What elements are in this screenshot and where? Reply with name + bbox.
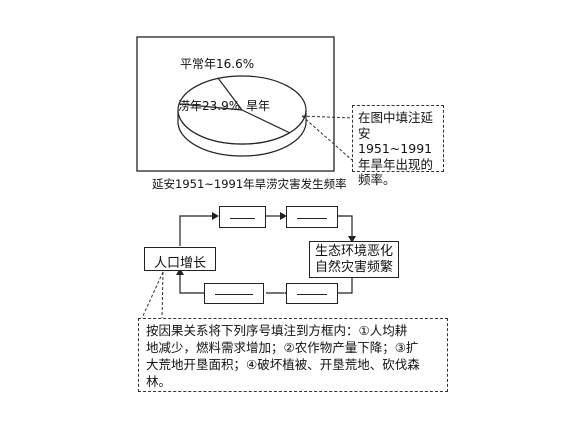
callout-top-line-4: 频率。 — [358, 172, 396, 187]
flow-arrows — [179, 215, 353, 294]
pie-divider-3 — [241, 109, 291, 134]
population-label: 人口增长 — [153, 256, 206, 271]
flow-box-1-blank[interactable] — [219, 206, 266, 228]
callout-top-line-2: 安1951~1991 — [358, 125, 433, 157]
callout-top-line-3: 年旱年出现的 — [358, 156, 434, 172]
pie-label-normal: 平常年16.6% — [180, 57, 255, 71]
chart-caption: 延安1951~1991年旱涝灾害发生频率 — [152, 177, 347, 191]
callout-bottom-line-4: 林。 — [146, 374, 172, 389]
arrow-box4-to-pop — [179, 272, 204, 294]
pie-callout-leader — [301, 115, 353, 161]
callout-top: 在图中填注延 安1951~1991 年旱年出现的 频率。 — [352, 105, 444, 187]
flow-box-eco: 生态环境恶化 自然灾害频繁 — [309, 241, 399, 278]
flow-box-2-blank[interactable] — [286, 206, 338, 228]
flow-box-4-blank[interactable] — [204, 283, 264, 304]
flow-box-population: 人口增长 — [144, 247, 216, 271]
callout-bottom-line-1: 按因果关系将下列序号填注到方框内：①人均耕 — [146, 323, 408, 338]
chart-frame — [136, 36, 335, 172]
answer-blank — [230, 218, 255, 219]
pie-divider-2 — [179, 103, 243, 111]
callout-bottom-line-3: 大荒地开垦面积；④破坏植被、开垦荒地、砍伐森 — [146, 357, 420, 372]
callout-bottom: 按因果关系将下列序号填注到方框内：①人均耕 地减少，燃料需求增加；②农作物产量下… — [138, 318, 448, 392]
flow-box-3-blank[interactable] — [286, 283, 338, 304]
answer-blank — [215, 294, 253, 295]
pie-divider-1 — [217, 77, 243, 111]
arrow-box2-to-eco — [338, 215, 353, 238]
answer-blank — [297, 294, 327, 295]
answer-blank — [297, 218, 327, 219]
arrow-eco-to-box3 — [338, 277, 353, 294]
pie-label-flood: 涝年23.9% — [178, 99, 241, 113]
callout-bottom-line-2: 地减少，燃料需求增加；②农作物产量下降；③扩 — [146, 340, 419, 355]
flow-callout-leader — [141, 271, 164, 319]
eco-label-1: 生态环境恶化 — [314, 244, 393, 259]
pie-label-drought: 旱年 — [246, 99, 271, 113]
eco-label-2: 自然灾害频繁 — [314, 260, 393, 275]
callout-top-line-1: 在图中填注延 — [358, 110, 434, 125]
arrow-pop-to-box1 — [179, 215, 212, 246]
pie-chart — [177, 75, 307, 157]
